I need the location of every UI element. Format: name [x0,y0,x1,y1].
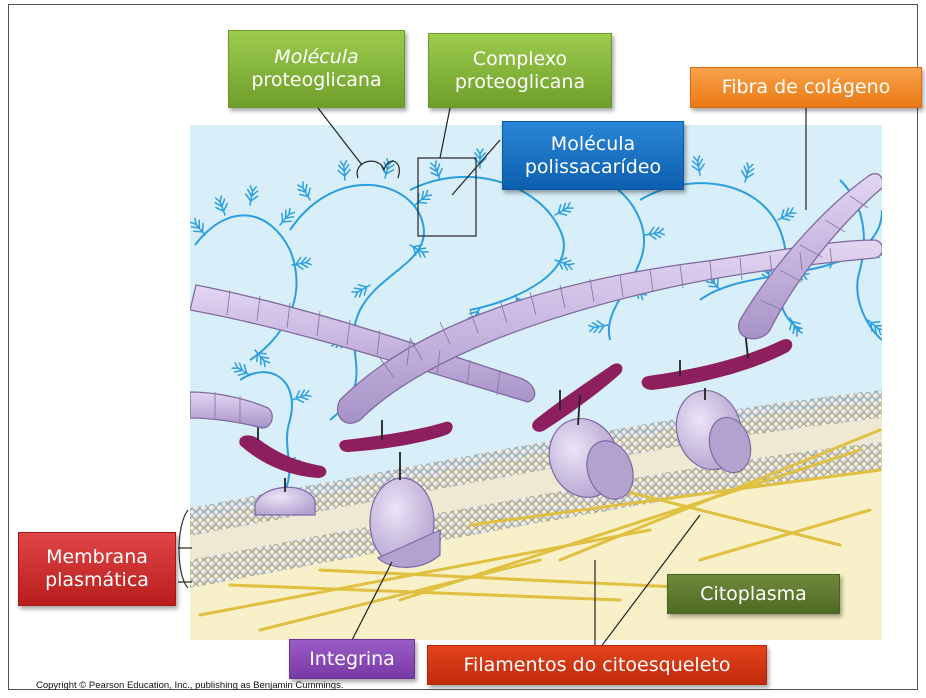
label-integrin-text: Integrina [309,648,395,671]
label-proteoglycan-complex-line1: Complexo [473,48,567,71]
membrane-bracket [179,510,188,588]
label-plasma-membrane-line2: plasmática [45,569,149,592]
label-polysaccharide-molecule-line2: polissacarídeo [525,156,661,179]
label-polysaccharide-molecule-line1: Molécula [551,133,635,156]
label-proteoglycan-complex: Complexo proteoglicana [428,33,612,108]
label-cytoskeleton-filaments-text: Filamentos do citoesqueleto [464,654,731,677]
label-cytoplasm: Citoplasma [667,574,840,614]
copyright-text: Copyright © Pearson Education, Inc., pub… [36,680,343,691]
label-proteoglycan-molecule-line2: proteoglicana [251,69,381,92]
label-cytoskeleton-filaments: Filamentos do citoesqueleto [427,645,767,685]
label-cytoplasm-text: Citoplasma [700,583,807,606]
label-plasma-membrane-line1: Membrana [46,546,148,569]
label-polysaccharide-molecule: Molécula polissacarídeo [502,121,684,190]
label-integrin: Integrina [289,639,415,679]
label-proteoglycan-molecule-line1: Molécula [274,46,358,69]
label-collagen-fiber: Fibra de colágeno [690,67,922,108]
label-plasma-membrane: Membrana plasmática [18,532,176,606]
label-collagen-fiber-text: Fibra de colágeno [722,76,891,99]
ecm-panel [188,125,886,640]
label-proteoglycan-molecule: Molécula proteoglicana [228,30,405,108]
label-proteoglycan-complex-line2: proteoglicana [455,71,585,94]
